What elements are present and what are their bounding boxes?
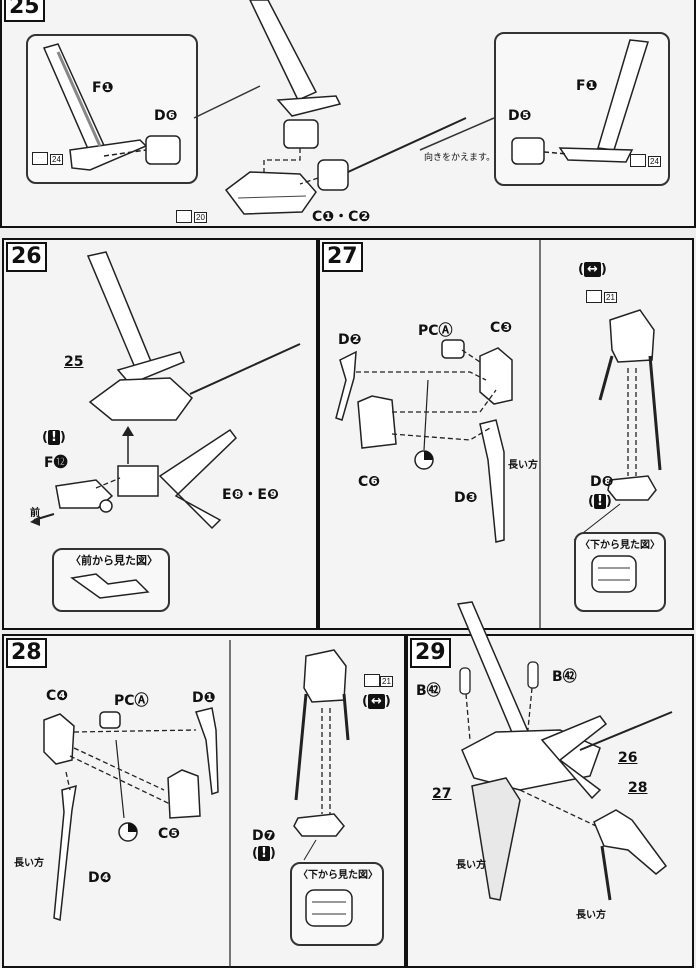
label-d4: D❹ [88, 870, 112, 886]
label-f12: F⓬ [44, 455, 68, 471]
long-side-label: 長い方 [508, 460, 538, 471]
label-d2: D❷ [338, 332, 362, 348]
long-side-label-left: 長い方 [456, 860, 486, 871]
label-pca: PCⒶ [114, 693, 149, 709]
below-view-caption: 〈下から見た図〉 [580, 540, 660, 551]
tool-page-right: 24 [648, 156, 661, 167]
double-arrow-icon: ↔ [367, 694, 385, 709]
label-b42-right: B㊷ [552, 669, 577, 685]
label-f1-right: F❶ [576, 78, 598, 94]
caution-badge: (!) [42, 430, 66, 445]
nipper-icon [586, 290, 602, 303]
front-view-caption: 〈前から見た図〉 [70, 554, 158, 567]
step-29-panel [406, 634, 694, 968]
nipper-icon [32, 152, 48, 165]
label-ref-27: 27 [432, 786, 452, 802]
exclamation-icon: ! [593, 494, 606, 509]
label-e8-e9: E❽・E❾ [222, 487, 279, 503]
label-pca: PCⒶ [418, 323, 453, 339]
label-ref-26: 26 [618, 750, 638, 766]
tool-page-center: 20 [194, 212, 207, 223]
caution-badge: (!) [588, 494, 612, 509]
label-ref-28: 28 [628, 780, 648, 796]
step-28-number: 28 [6, 638, 47, 668]
below-view-caption: 〈下から見た図〉 [298, 870, 378, 881]
label-b42-left: B㊷ [416, 683, 441, 699]
front-label: 前 [30, 508, 40, 519]
step-26-number: 26 [6, 242, 47, 272]
swap-badge: (↔) [578, 262, 607, 277]
nipper-icon [176, 210, 192, 223]
label-d8: D❽ [590, 474, 614, 490]
step-27-number: 27 [322, 242, 363, 272]
long-side-label: 長い方 [14, 858, 44, 869]
label-d3: D❸ [454, 490, 478, 506]
label-c5: C❺ [158, 826, 181, 842]
nipper-icon [630, 154, 646, 167]
exclamation-icon: ! [257, 846, 270, 861]
double-arrow-icon: ↔ [583, 262, 601, 277]
label-c1-c2: C❶・C❷ [312, 209, 371, 225]
label-d1: D❶ [192, 690, 216, 706]
long-side-label-right: 長い方 [576, 910, 606, 921]
label-d7: D❼ [252, 828, 276, 844]
label-c6: C❻ [358, 474, 381, 490]
turn-note: 向きをかえます。 [424, 153, 496, 163]
step-29-number: 29 [410, 638, 451, 668]
step-25-number: 25 [4, 0, 45, 22]
label-ref-25: 25 [64, 354, 84, 370]
label-c3: C❸ [490, 320, 513, 336]
tool-page: 21 [604, 292, 617, 303]
tool-page-left: 24 [50, 154, 63, 165]
swap-badge: (↔) [362, 694, 391, 709]
nipper-icon [364, 674, 380, 687]
label-d6: D❻ [154, 108, 178, 124]
label-c4: C❹ [46, 688, 69, 704]
tool-page: 21 [380, 676, 393, 687]
front-view-callout [52, 548, 170, 612]
caution-badge: (!) [252, 846, 276, 861]
label-d5: D❺ [508, 108, 532, 124]
label-f1-left: F❶ [92, 80, 114, 96]
exclamation-icon: ! [47, 430, 60, 445]
